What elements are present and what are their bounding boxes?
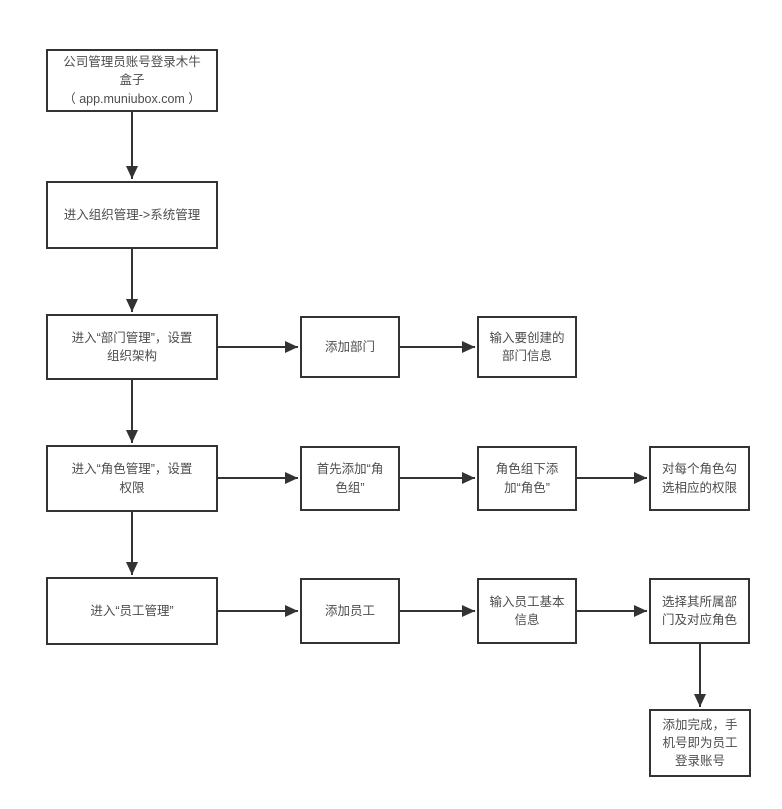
flow-node-select-dept-role: 选择其所属部 门及对应角色 (649, 578, 750, 644)
flow-node-employee-management: 进入“员工管理” (46, 577, 218, 645)
flow-node-add-role: 角色组下添 加“角色” (477, 446, 577, 511)
flow-node-assign-permissions: 对每个角色勾 选相应的权限 (649, 446, 750, 511)
flow-node-employee-info: 输入员工基本 信息 (477, 578, 577, 644)
flow-node-admin-login: 公司管理员账号登录木牛 盒子 （ app.muniubox.com ） (46, 49, 218, 112)
flow-node-enter-org-system: 进入组织管理->系统管理 (46, 181, 218, 249)
flow-node-department-info: 输入要创建的 部门信息 (477, 316, 577, 378)
flow-node-dept-management: 进入“部门管理”，设置 组织架构 (46, 314, 218, 380)
flow-node-add-employee: 添加员工 (300, 578, 400, 644)
flow-node-add-complete: 添加完成，手 机号即为员工 登录账号 (649, 709, 751, 777)
flow-node-add-department: 添加部门 (300, 316, 400, 378)
flow-node-role-management: 进入“角色管理”，设置 权限 (46, 445, 218, 512)
flow-node-add-role-group: 首先添加“角 色组” (300, 446, 400, 511)
